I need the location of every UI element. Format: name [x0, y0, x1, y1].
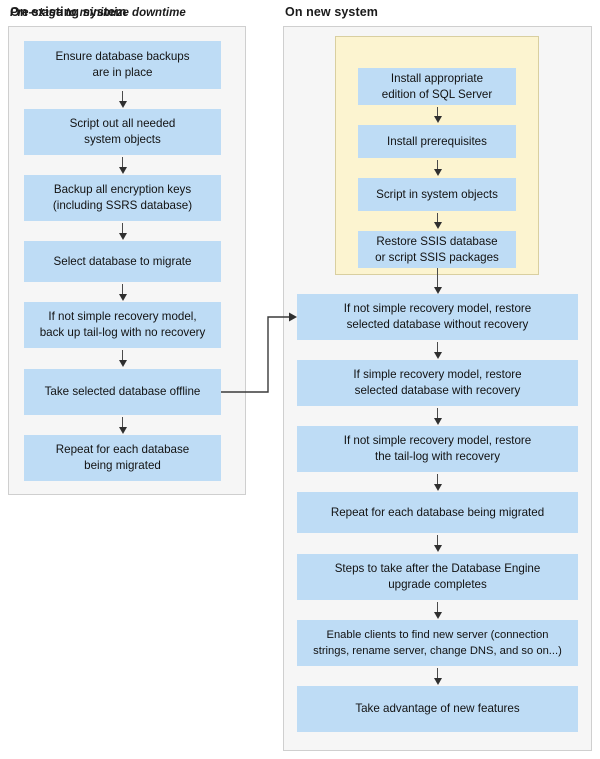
process-box-right-3[interactable]: If not simple recovery model, restore th…	[297, 426, 578, 472]
arrow-down-icon	[118, 223, 127, 240]
arrow-down-icon	[118, 417, 127, 434]
arrow-down-icon	[118, 350, 127, 367]
process-box-left-6[interactable]: Take selected database offline	[24, 369, 221, 415]
process-box-prestage-3[interactable]: Script in system objects	[358, 178, 516, 211]
process-box-left-2[interactable]: Script out all needed system objects	[24, 109, 221, 155]
arrow-down-icon	[433, 213, 442, 229]
arrow-down-icon	[433, 535, 442, 552]
box-line: upgrade completes	[388, 578, 487, 591]
box-line: Ensure database backups	[55, 50, 190, 63]
box-line: Install prerequisites	[387, 134, 487, 148]
process-box-right-7[interactable]: Take advantage of new features	[297, 686, 578, 732]
process-box-left-3[interactable]: Backup all encryption keys (including SS…	[24, 175, 221, 221]
process-box-left-7[interactable]: Repeat for each database being migrated	[24, 435, 221, 481]
box-line: being migrated	[84, 459, 161, 472]
process-box-right-6[interactable]: Enable clients to find new server (conne…	[297, 620, 578, 666]
box-line: Restore SSIS database	[376, 234, 498, 248]
box-line: Select database to migrate	[53, 254, 192, 268]
process-box-left-4[interactable]: Select database to migrate	[24, 241, 221, 282]
arrow-down-icon	[433, 668, 442, 685]
process-box-right-4[interactable]: Repeat for each database being migrated	[297, 492, 578, 533]
box-line: Take advantage of new features	[355, 702, 520, 715]
process-box-prestage-2[interactable]: Install prerequisites	[358, 125, 516, 158]
process-box-left-5[interactable]: If not simple recovery model, back up ta…	[24, 302, 221, 348]
box-line: or script SSIS packages	[375, 250, 499, 264]
box-line: If simple recovery model, restore	[353, 368, 522, 381]
prestage-group-title: Pre-stage to minimize downtime	[10, 7, 186, 19]
box-line: selected database with recovery	[354, 384, 521, 397]
process-box-right-2[interactable]: If simple recovery model, restore select…	[297, 360, 578, 406]
box-line: Script out all needed	[69, 117, 176, 130]
box-line: If not simple recovery model, restore	[343, 302, 532, 315]
box-line: Enable clients to find new server (conne…	[326, 629, 549, 641]
box-line: the tail-log with recovery	[374, 450, 500, 463]
arrow-down-icon	[433, 342, 442, 359]
box-line: system objects	[84, 133, 161, 146]
box-line: edition of SQL Server	[381, 87, 493, 101]
arrow-down-icon	[118, 284, 127, 301]
arrow-down-icon	[433, 602, 442, 619]
box-line: back up tail-log with no recovery	[39, 326, 206, 339]
box-line: strings, rename server, change DNS, and …	[313, 645, 562, 657]
process-box-left-1[interactable]: Ensure database backups are in place	[24, 41, 221, 89]
box-line: Script in system objects	[376, 187, 498, 201]
arrow-down-icon	[118, 157, 127, 174]
column-title-existing-system: On existing system	[10, 5, 127, 19]
box-line: Backup all encryption keys	[53, 183, 192, 196]
box-line: Repeat for each database	[55, 443, 190, 456]
arrow-down-icon	[433, 408, 442, 425]
arrow-down-icon	[433, 107, 442, 123]
box-line: If not simple recovery model,	[48, 310, 197, 323]
box-line: Install appropriate	[390, 71, 484, 85]
box-line: (including SSRS database)	[52, 199, 193, 212]
column-title-new-system: On new system	[285, 5, 378, 19]
arrow-down-icon	[433, 474, 442, 491]
arrow-down-icon	[118, 91, 127, 108]
box-line: Repeat for each database being migrated	[330, 505, 545, 519]
box-line: Steps to take after the Database Engine	[334, 562, 541, 575]
arrow-down-icon	[433, 160, 442, 176]
box-line: If not simple recovery model, restore	[343, 434, 532, 447]
process-box-right-5[interactable]: Steps to take after the Database Engine …	[297, 554, 578, 600]
process-box-prestage-4[interactable]: Restore SSIS database or script SSIS pac…	[358, 231, 516, 268]
arrow-down-icon	[433, 268, 442, 294]
box-line: are in place	[92, 66, 153, 79]
box-line: Take selected database offline	[44, 385, 201, 398]
process-box-prestage-1[interactable]: Install appropriate edition of SQL Serve…	[358, 68, 516, 105]
process-box-right-1[interactable]: If not simple recovery model, restore se…	[297, 294, 578, 340]
box-line: selected database without recovery	[346, 318, 529, 331]
